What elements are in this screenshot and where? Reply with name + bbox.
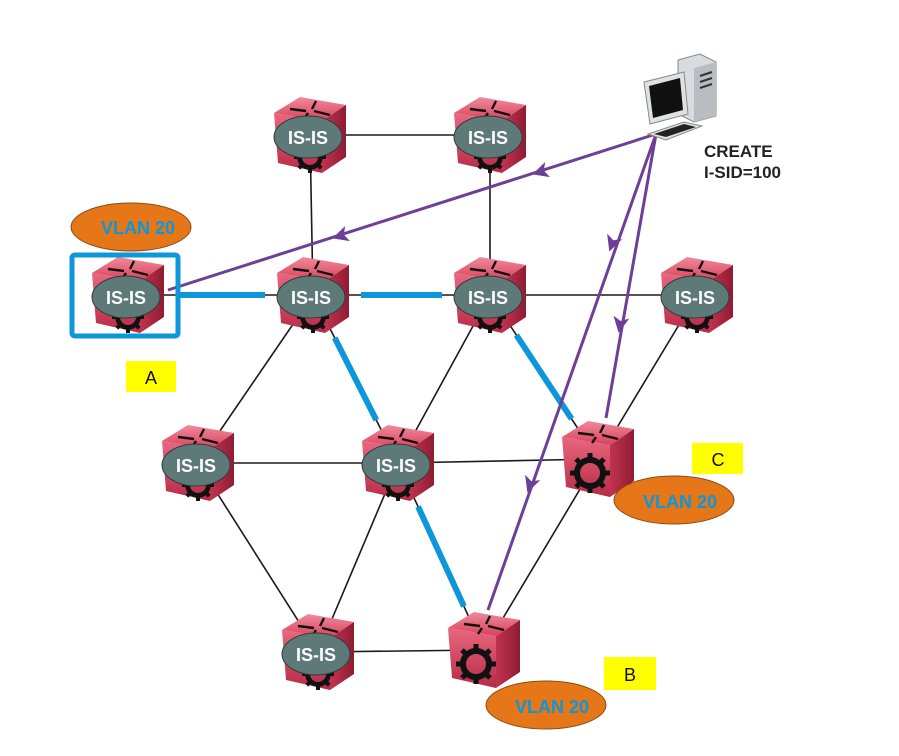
isis-badge [276, 275, 346, 319]
vlan-badge-a: VLAN 20 [70, 202, 192, 252]
switch-node-n10[interactable]: IS-IS [280, 612, 356, 690]
isis-label: IS-IS [106, 288, 146, 308]
site-label-b: B [604, 657, 656, 690]
vlan-badge-c: VLAN 20 [613, 475, 735, 525]
switch-node-c[interactable] [560, 419, 636, 499]
isis-badge [660, 275, 730, 319]
svg-text:VLAN 20: VLAN 20 [101, 218, 175, 238]
provisioning-arrow-to-b [486, 133, 658, 611]
switch-node-n6[interactable]: IS-IS [659, 255, 735, 333]
svg-text:C: C [712, 450, 725, 470]
switch-node-n5[interactable]: IS-IS [452, 255, 528, 333]
arrowhead-icon [532, 161, 551, 178]
isis-label: IS-IS [296, 645, 336, 665]
provisioning-arrow-to-c [604, 133, 658, 419]
isis-badge [91, 275, 161, 319]
switch-node-b[interactable] [446, 610, 522, 690]
switch-node-n2[interactable]: IS-IS [452, 95, 528, 173]
highlighted-link-n4-n8 [331, 336, 380, 422]
svg-text:A: A [145, 368, 157, 388]
site-label-c: C [692, 443, 743, 474]
switch-node-n4[interactable]: IS-IS [275, 255, 351, 333]
highlighted-link-n8-b [415, 505, 467, 608]
arrowhead-icon [525, 474, 541, 493]
computer-icon [643, 53, 717, 141]
svg-text:VLAN 20: VLAN 20 [515, 697, 589, 717]
isis-label: IS-IS [288, 128, 328, 148]
provisioning-arrows-layer [167, 132, 658, 611]
isis-label: IS-IS [468, 288, 508, 308]
isis-badge [453, 275, 523, 319]
isis-label: IS-IS [291, 288, 331, 308]
create-label-line2: I-SID=100 [704, 163, 781, 182]
switch-node-n1[interactable]: IS-IS [272, 95, 348, 173]
site-label-a: A [126, 361, 176, 392]
selection-box-node-a [69, 252, 181, 339]
switch-node-n8[interactable]: IS-IS [360, 423, 436, 501]
nodes-layer: IS-IS IS-IS IS-IS IS-IS IS-IS IS-IS IS-IS IS-IS… [90, 95, 735, 690]
provisioning-arrow-to-a [167, 132, 657, 292]
isis-label: IS-IS [376, 456, 416, 476]
vlan-badge-b: VLAN 20 [485, 680, 607, 730]
highlighted-path-layer [176, 292, 575, 608]
isis-label: IS-IS [176, 456, 216, 476]
switch-node-a[interactable]: IS-IS [90, 255, 166, 333]
arrowhead-icon [607, 233, 623, 252]
isis-badge [453, 115, 523, 159]
isis-badge [161, 443, 231, 487]
highlighted-link-n5-c [513, 333, 575, 421]
isis-label: IS-IS [468, 128, 508, 148]
arrowhead-icon [613, 315, 630, 333]
svg-text:VLAN 20: VLAN 20 [643, 492, 717, 512]
isis-badge [273, 115, 343, 159]
isis-label: IS-IS [675, 288, 715, 308]
arrowhead-icon [332, 225, 351, 242]
svg-text:B: B [624, 665, 636, 685]
isis-badge [281, 632, 351, 676]
create-label-line1: CREATE [704, 142, 773, 161]
switch-node-n7[interactable]: IS-IS [160, 423, 236, 501]
management-station[interactable] [643, 53, 717, 141]
isis-badge [361, 443, 431, 487]
